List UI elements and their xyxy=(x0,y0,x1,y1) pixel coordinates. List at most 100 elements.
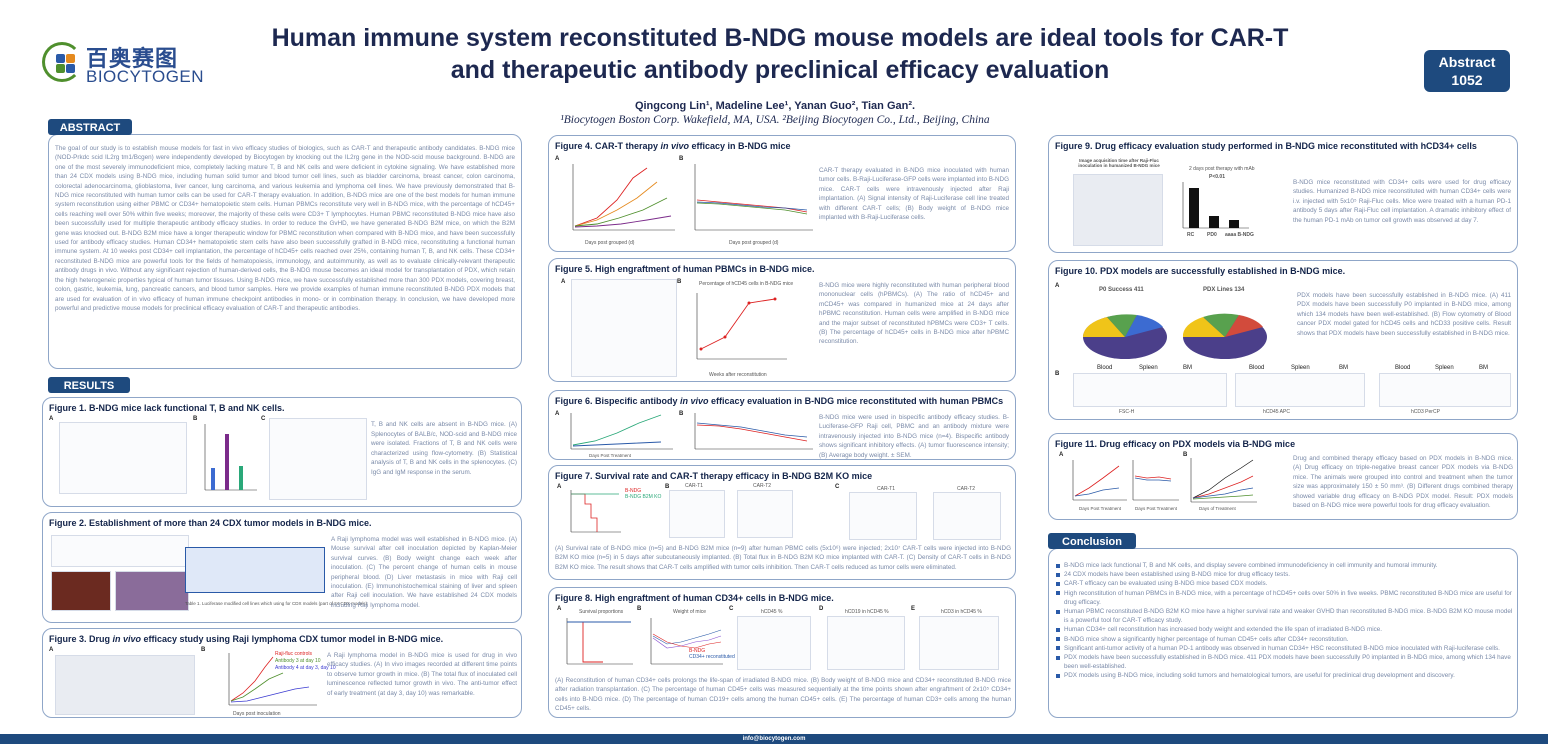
figure-10-title: Figure 10. PDX models are successfully e… xyxy=(1055,266,1346,276)
figure-7-panel: Figure 7. Survival rate and CAR-T therap… xyxy=(548,465,1016,580)
flow-column-label: Blood xyxy=(1395,365,1411,371)
x-axis-label: Days post grouped (d) xyxy=(729,240,779,246)
panel-label: A xyxy=(555,411,560,417)
pdx-pie-charts xyxy=(1082,313,1267,359)
image-title: Image acquisition time after Raji-Fluc i… xyxy=(1078,158,1160,168)
fig3-title-pre: Figure 3. Drug xyxy=(49,634,113,644)
conclusion-item: B-NDG mice show a significantly higher p… xyxy=(1056,635,1516,644)
flow-column-label: Blood xyxy=(1249,365,1265,371)
flow-cytometry-grid xyxy=(59,422,187,494)
sub-title: hCD45 % xyxy=(761,609,783,615)
hcd45-scatter-plot xyxy=(737,616,811,670)
panel-label: C xyxy=(729,606,734,612)
figure-3-title: Figure 3. Drug in vivo efficacy study us… xyxy=(49,634,443,644)
authors: Qingcong Lin¹, Madeline Lee¹, Yanan Guo²… xyxy=(634,100,916,112)
flow-column-label: Spleen xyxy=(1435,365,1454,371)
fig6-title-em: in vivo xyxy=(680,396,709,406)
figure-10-panel: Figure 10. PDX models are successfully e… xyxy=(1048,260,1518,420)
pdx-body-weight-chart xyxy=(1132,460,1179,501)
panel-label: A xyxy=(49,416,54,422)
footer-email[interactable]: info@biocytogen.com xyxy=(0,734,1548,744)
total-flux-bar-chart xyxy=(1182,182,1249,229)
flow-column-label: BM xyxy=(1339,365,1348,371)
x-axis-label: Days Post Treatment xyxy=(1079,506,1122,511)
legend-item: B-NDG xyxy=(689,648,706,654)
p-value: P<0.01 xyxy=(1209,174,1225,180)
survival-rate-chart xyxy=(570,490,621,533)
total-flux-chart xyxy=(228,653,317,706)
legend-item: CD34+ reconstituted xyxy=(689,654,735,660)
panel-label: D xyxy=(819,606,824,612)
abstract-tag: ABSTRACT xyxy=(48,119,132,135)
conclusion-item: High reconstitution of human PBMCs in B-… xyxy=(1056,589,1516,607)
sub-title: CAR-T2 xyxy=(753,483,772,489)
table-caption: Table 1. Luciferase modified cell lines … xyxy=(185,601,368,606)
panel-label: A xyxy=(1055,283,1060,289)
bar-label: PD0 xyxy=(1207,232,1217,238)
figure-9-title: Figure 9. Drug efficacy evaluation study… xyxy=(1055,141,1477,151)
sub-title: Survival proportions xyxy=(579,609,624,615)
sub-title: CAR-T1 xyxy=(877,486,896,492)
figure-6-panel: Figure 6. Bispecific antibody in vivo ef… xyxy=(548,390,1016,460)
raji-survival-charts xyxy=(51,535,189,567)
panel-label: B xyxy=(637,606,642,612)
hcd3-scatter-plot xyxy=(919,616,999,670)
figure-5-panel: Figure 5. High engraftment of human PBMC… xyxy=(548,258,1016,382)
figure-5-text: B-NDG mice were highly reconstituted wit… xyxy=(819,282,1009,346)
hcd19-scatter-plot xyxy=(827,616,905,670)
flow-plots-group-3 xyxy=(1379,373,1511,407)
figure-6-title: Figure 6. Bispecific antibody in vivo ef… xyxy=(555,396,1003,406)
legend-item: B-NDG xyxy=(625,488,642,494)
ivis-image-panel xyxy=(1073,174,1163,246)
panel-label: B xyxy=(665,484,670,490)
fig4-title-pre: Figure 4. CAR-T therapy xyxy=(555,141,661,151)
total-flux-plot-1 xyxy=(669,490,725,538)
panel-label: B xyxy=(201,647,206,653)
conclusion-item: Human PBMC reconstituted B-NDG B2M KO mi… xyxy=(1056,607,1516,625)
affiliations: ¹Biocytogen Boston Corp. Wakefield, MA, … xyxy=(560,114,990,126)
figure-3-panel: Figure 3. Drug in vivo efficacy study us… xyxy=(42,628,522,718)
logo-english: BIOCYTOGEN xyxy=(86,67,205,86)
figure-9-text: B-NDG mice reconstituted with CD34+ cell… xyxy=(1293,179,1511,224)
flow-column-label: Blood xyxy=(1097,365,1113,371)
figure-9-panel: Figure 9. Drug efficacy evaluation study… xyxy=(1048,135,1518,253)
figure-4-text: CAR-T therapy evaluated in B-NDG mice in… xyxy=(819,167,1009,222)
logo-square-icon xyxy=(66,54,75,63)
fig6-title-pre: Figure 6. Bispecific antibody xyxy=(555,396,681,406)
x-axis-label: Days post inoculation xyxy=(233,711,281,717)
panel-label: B xyxy=(193,416,198,422)
figure-2-title: Figure 2. Establishment of more than 24 … xyxy=(49,518,372,528)
logo-ring-icon xyxy=(42,42,82,82)
legend-item: Antibody 3 at day 10 xyxy=(275,658,321,664)
panel-label: A xyxy=(557,484,562,490)
x-axis-label: Days post grouped (d) xyxy=(585,240,635,246)
hcd45-percentage-chart xyxy=(696,293,787,360)
conclusion-item: 24 CDX models have been established usin… xyxy=(1056,570,1516,579)
liver-metastasis-image xyxy=(51,571,111,611)
cart-density-plot-2 xyxy=(933,492,1001,540)
sub-title: CAR-T2 xyxy=(957,486,976,492)
x-axis-label: Days of Treatment xyxy=(1199,506,1236,511)
x-axis-label: Weeks after reconstitution xyxy=(709,372,767,378)
igg-igm-flow-plots xyxy=(269,418,367,500)
figure-3-text: A Raji lymphoma model in B-NDG mice is u… xyxy=(327,652,517,697)
pie-title: PDX Lines 134 xyxy=(1203,287,1245,293)
figure-4-title: Figure 4. CAR-T therapy in vivo efficacy… xyxy=(555,141,791,151)
figure-11-title: Figure 11. Drug efficacy on PDX models v… xyxy=(1055,439,1296,449)
badge-label: Abstract xyxy=(1438,54,1496,70)
figure-7-text: (A) Survival rate of B-NDG mice (n=5) an… xyxy=(555,545,1011,571)
sub-title: CAR-T1 xyxy=(685,483,704,489)
panel-label: B xyxy=(677,279,682,285)
fig4-title-em: in vivo xyxy=(660,141,690,151)
conclusion-item: CAR-T efficacy can be evaluated using B-… xyxy=(1056,579,1516,588)
conclusion-item: B-NDG mice lack functional T, B and NK c… xyxy=(1056,561,1516,570)
axis-label: FSC-H xyxy=(1119,409,1135,415)
figure-1-title: Figure 1. B-NDG mice lack functional T, … xyxy=(49,403,285,413)
figure-1-text: T, B and NK cells are absent in B-NDG mi… xyxy=(371,421,517,476)
conclusion-item: PDX models using B-NDG mice, including s… xyxy=(1056,671,1516,680)
chart-title: Percentage of hCD45 cells in B-NDG mice xyxy=(699,281,794,287)
total-flux-plot-2 xyxy=(737,490,793,538)
logo-chinese: 百奥赛图 xyxy=(86,47,179,72)
pdx-drug-efficacy-chart-1 xyxy=(1072,460,1127,501)
ihc-stain-image xyxy=(115,571,189,611)
